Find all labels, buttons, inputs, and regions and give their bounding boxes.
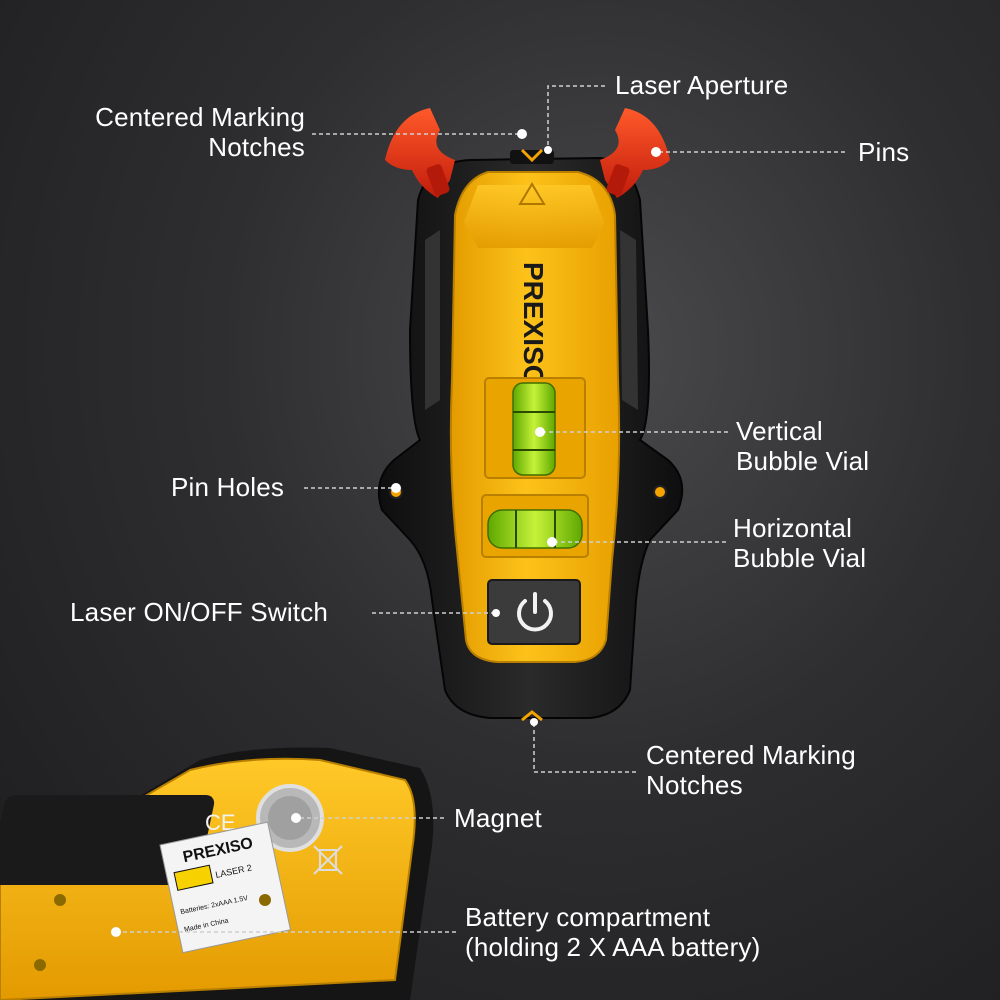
vertical-bubble-vial — [512, 382, 556, 476]
top-notch-marker — [520, 148, 544, 163]
screw-hole — [34, 959, 46, 971]
callout-magnet: Magnet — [454, 803, 542, 833]
magnet-center — [268, 796, 312, 840]
callout-vertical-vial: Vertical Bubble Vial — [736, 416, 869, 476]
left-grip — [425, 230, 440, 410]
leader-laser-aperture — [547, 85, 605, 150]
laser-aperture — [510, 150, 554, 164]
horizontal-bubble-vial — [487, 509, 583, 549]
screw-hole — [259, 894, 271, 906]
brand-logo: PREXISO — [518, 262, 549, 386]
callout-text: Bubble Vial — [733, 543, 867, 573]
callout-dots — [111, 129, 661, 937]
callout-text: Horizontal — [733, 513, 853, 543]
callout-leader-lines — [116, 85, 845, 933]
callout-horizontal-vial: Horizontal Bubble Vial — [733, 513, 866, 573]
back-label-area — [0, 795, 215, 885]
callout-text: Battery compartment — [465, 902, 711, 932]
callout-text: Pin Holes — [171, 472, 285, 502]
top-facet — [464, 185, 604, 248]
callout-text: Notches — [646, 770, 743, 800]
laser-level-device: PREXISO — [378, 108, 684, 722]
right-pin-hole — [653, 485, 667, 499]
callout-text: Vertical — [736, 416, 823, 446]
recycle-bin-icon — [313, 845, 343, 875]
callout-marking-notches-bottom: Centered Marking Notches — [646, 740, 856, 800]
left-pin — [385, 108, 455, 198]
callout-pin-holes: Pin Holes — [171, 472, 284, 502]
callout-text: Laser ON/OFF Switch — [70, 597, 329, 627]
callout-pins: Pins — [858, 137, 909, 167]
callout-switch: Laser ON/OFF Switch — [70, 597, 328, 627]
callout-text: Centered Marking — [646, 740, 856, 770]
callout-marking-notches-top: Centered Marking Notches — [60, 102, 305, 162]
callout-text: Magnet — [454, 803, 542, 833]
power-icon — [517, 592, 553, 632]
callout-text: Centered Marking — [95, 102, 305, 132]
callout-laser-aperture: Laser Aperture — [615, 70, 788, 100]
callout-text: Bubble Vial — [736, 446, 870, 476]
laser-warning-icon — [518, 182, 546, 205]
callout-text: (holding 2 X AAA battery) — [465, 932, 761, 962]
callout-text: Pins — [858, 137, 910, 167]
screw-hole — [54, 894, 66, 906]
callout-text: Notches — [208, 132, 305, 162]
bottom-notch-marker — [521, 710, 543, 722]
callout-text: Laser Aperture — [615, 70, 789, 100]
battery-label-sticker: PREXISO LASER 2 Batteries: 2xAAA 1.5V Ma… — [159, 821, 292, 954]
device-back-view: CE PREXISO LASER 2 Batteries: 2xAAA 1.5V… — [0, 747, 434, 1000]
leader-bottom-notches — [533, 722, 636, 773]
right-pin — [600, 108, 670, 198]
callout-battery: Battery compartment (holding 2 X AAA bat… — [465, 902, 761, 962]
right-grip — [620, 230, 638, 410]
